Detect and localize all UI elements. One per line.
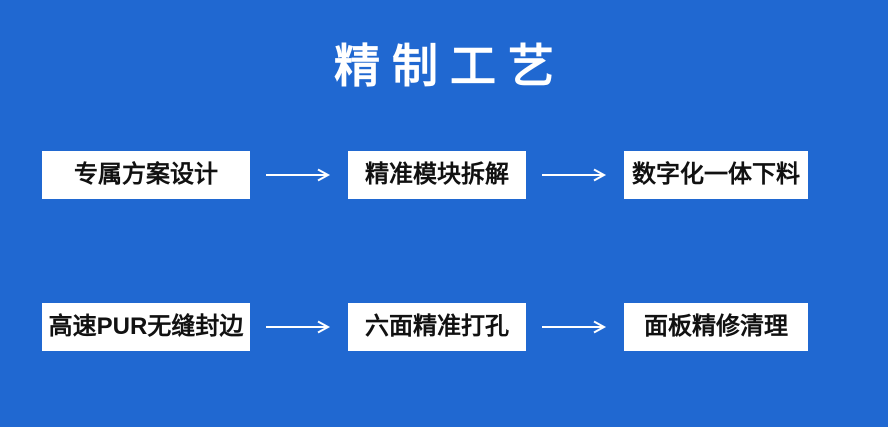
flow-row-1: 专属方案设计 精准模块拆解 数字化一体下料: [42, 151, 808, 199]
flow-step-4-label: 高速PUR无缝封边: [48, 313, 244, 340]
flow-step-3[interactable]: 数字化一体下料: [624, 151, 808, 199]
flow-step-5[interactable]: 六面精准打孔: [348, 303, 526, 351]
flow-step-1[interactable]: 专属方案设计: [42, 151, 250, 199]
page-title: 精制工艺: [334, 40, 566, 92]
arrow-right-icon: [542, 167, 608, 183]
flow-row-2: 高速PUR无缝封边 六面精准打孔 面板精修清理: [42, 303, 808, 351]
flow-step-4[interactable]: 高速PUR无缝封边: [42, 303, 250, 351]
arrow-right-icon: [266, 167, 332, 183]
flow-step-1-label: 专属方案设计: [74, 161, 218, 188]
flow-step-2-label: 精准模块拆解: [365, 161, 509, 188]
arrow-right-icon: [266, 319, 332, 335]
arrow-right-icon: [542, 319, 608, 335]
flow-step-5-label: 六面精准打孔: [365, 313, 509, 340]
flow-step-6[interactable]: 面板精修清理: [624, 303, 808, 351]
flow-step-6-label: 面板精修清理: [644, 313, 788, 340]
flow-step-3-label: 数字化一体下料: [632, 161, 800, 188]
flow-step-2[interactable]: 精准模块拆解: [348, 151, 526, 199]
